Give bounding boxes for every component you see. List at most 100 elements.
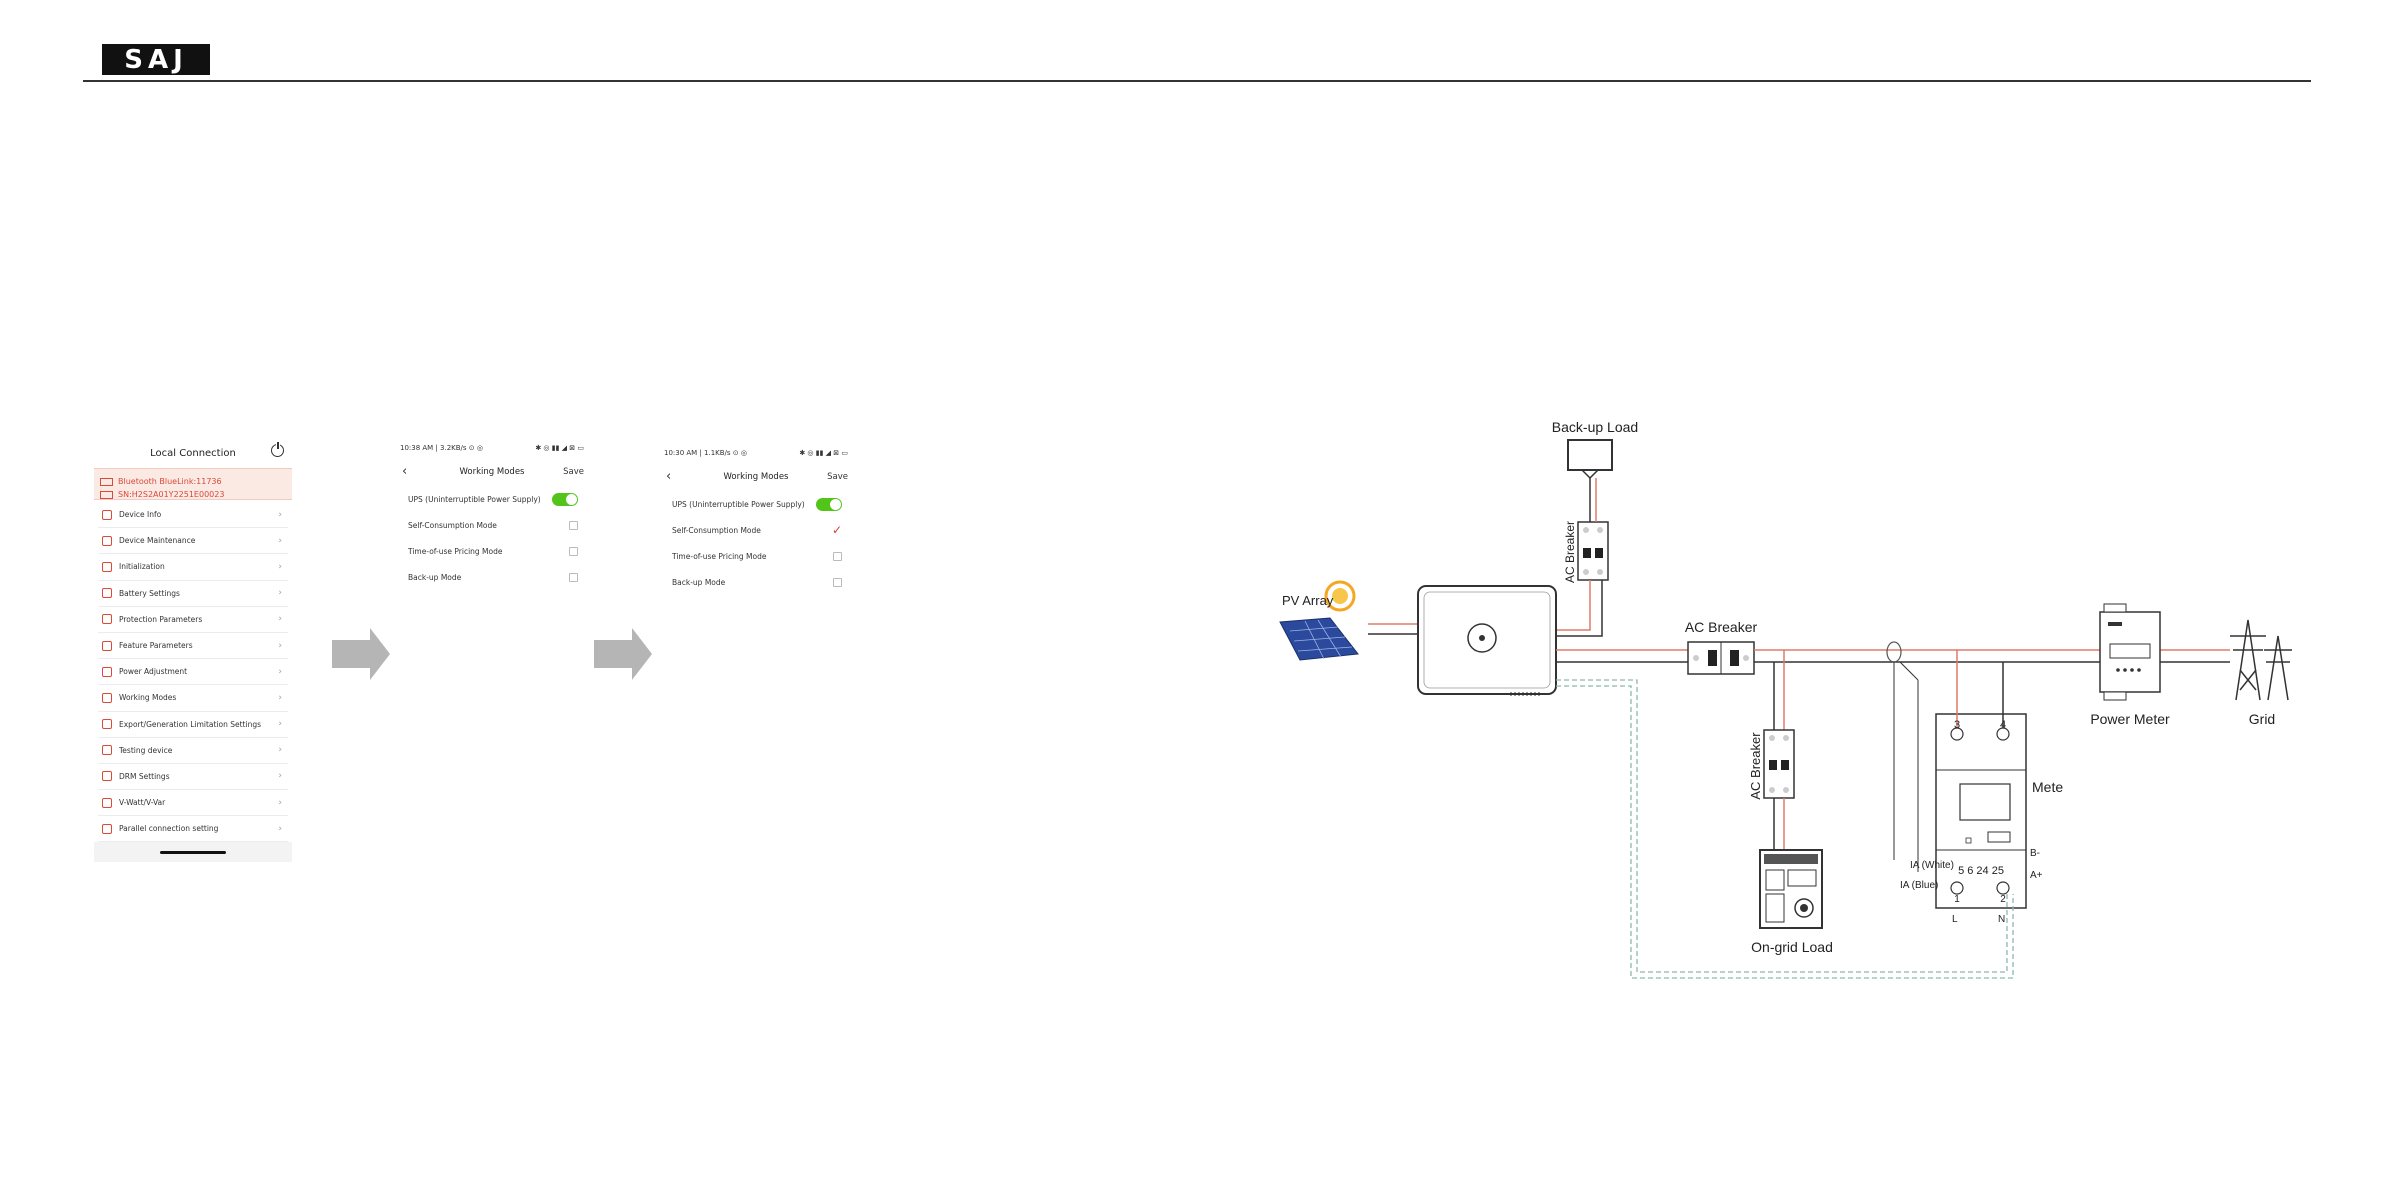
b-minus-label: B-: [2030, 848, 2040, 859]
on-grid-load-label: On-grid Load: [1751, 939, 1833, 955]
menu-item-device-info[interactable]: Device Info›: [98, 502, 288, 529]
option-label: Time-of-use Pricing Mode: [672, 551, 767, 561]
terminal-2-label: 2: [2000, 894, 2006, 905]
checkbox[interactable]: [569, 546, 578, 556]
bluetooth-label: Bluetooth BlueLink:11736: [118, 477, 222, 486]
menu-item-power-adjustment[interactable]: Power Adjustment ›: [98, 659, 288, 686]
menu-item-testing-device[interactable]: Testing device ›: [98, 738, 288, 764]
menu-item-battery-settings[interactable]: Battery Settings ›: [98, 581, 288, 607]
l-label: L: [1952, 914, 1958, 925]
connection-banner: Bluetooth BlueLink:11736 SN:H2S2A01Y2251…: [94, 468, 292, 500]
menu-item-parallel-connection[interactable]: Parallel connection setting›: [98, 816, 288, 843]
save-button[interactable]: Save: [827, 472, 848, 482]
ups-toggle[interactable]: [816, 497, 842, 511]
terminal-1-label: 1: [1954, 894, 1960, 905]
chevron-right-icon: ›: [278, 666, 282, 677]
option-ups[interactable]: UPS (Uninterruptible Power Supply): [398, 486, 586, 512]
save-button[interactable]: Save: [563, 467, 584, 477]
menu-item-drm-settings[interactable]: DRM Settings›: [98, 764, 288, 791]
feature-icon: [102, 640, 112, 651]
settings-menu: Device Info› Device Maintenance › Initial…: [94, 500, 292, 843]
ups-toggle[interactable]: [552, 492, 578, 506]
ac-breaker-top: [1577, 521, 1609, 581]
menu-item-initialization[interactable]: Initialization›: [98, 554, 288, 581]
option-back-up[interactable]: Back-up Mode: [398, 564, 586, 590]
option-self-consumption[interactable]: Self-Consumption Mode✓: [662, 517, 850, 543]
option-time-of-use[interactable]: Time-of-use Pricing Mode: [662, 543, 850, 569]
status-bar: 10:38 AM | 3.2KB/s ⊙ ◎✱ ◎ ▮▮ ◢ ⊠ ▭: [398, 444, 586, 462]
chevron-right-icon: ›: [278, 561, 282, 572]
ac-breaker-low: [1763, 729, 1795, 799]
backup-load-icon: [1567, 439, 1613, 480]
menu-item-feature-parameters[interactable]: Feature Parameters›: [98, 633, 288, 660]
chevron-right-icon: ›: [278, 509, 282, 520]
option-label: UPS (Uninterruptible Power Supply): [408, 494, 541, 504]
ct-clamp-icon: [1886, 641, 1902, 663]
page-title: Working Modes: [723, 472, 789, 482]
wiring-diagram: Back-up Load AC Breaker PV Array: [1279, 419, 2292, 979]
menu-item-v-watt-v-var[interactable]: V-Watt/V-Var ›: [98, 790, 288, 817]
backup-load-label: Back-up Load: [1552, 419, 1638, 435]
device-info-icon: [102, 509, 112, 520]
chevron-right-icon: ›: [278, 823, 282, 834]
menu-item-protection-parameters[interactable]: Protection Parameters›: [98, 607, 288, 633]
checkbox[interactable]: [569, 520, 578, 530]
menu-item-label: Testing device: [119, 745, 173, 755]
testing-icon: [102, 745, 112, 756]
back-icon[interactable]: ‹: [402, 464, 408, 479]
option-label: Back-up Mode: [408, 572, 462, 582]
chevron-right-icon: ›: [278, 719, 282, 730]
ac-breaker-top-label: AC Breaker: [1563, 521, 1577, 583]
header-divider: [83, 80, 2311, 82]
page-title: Working Modes: [459, 467, 525, 477]
option-label: Self-Consumption Mode: [408, 520, 497, 530]
option-ups[interactable]: UPS (Uninterruptible Power Supply): [662, 491, 850, 517]
drm-icon: [102, 771, 112, 782]
option-label: UPS (Uninterruptible Power Supply): [672, 499, 805, 509]
checkmark-icon[interactable]: ✓: [831, 523, 842, 537]
home-indicator[interactable]: [160, 851, 226, 854]
back-icon[interactable]: ‹: [666, 469, 672, 484]
menu-item-working-modes[interactable]: Working Modes›: [98, 685, 288, 712]
ia-white-label: IA (White): [1910, 860, 1954, 871]
saj-logo: SAJ: [102, 44, 210, 75]
menu-item-label: Working Modes: [119, 693, 177, 703]
arrow-right-icon: [332, 628, 390, 680]
power-icon[interactable]: [271, 441, 284, 457]
arrow-right-icon: [594, 628, 652, 680]
on-grid-load-icon: [1759, 849, 1823, 929]
chevron-right-icon: ›: [278, 535, 282, 546]
chevron-right-icon: ›: [278, 588, 282, 599]
menu-item-label: DRM Settings: [119, 771, 170, 781]
checkbox[interactable]: [569, 572, 578, 582]
pv-array-label: PV Array: [1282, 593, 1334, 608]
option-time-of-use[interactable]: Time-of-use Pricing Mode: [398, 538, 586, 564]
ac-breaker-low-label: AC Breaker: [1748, 732, 1763, 800]
status-icons: ✱ ◎ ▮▮ ◢ ⊠ ▭: [535, 444, 584, 452]
option-label: Time-of-use Pricing Mode: [408, 546, 503, 556]
working-modes-screen-after: 10:30 AM | 1.1KB/s ⊙ ◎✱ ◎ ▮▮ ◢ ⊠ ▭ ‹ Wor…: [662, 449, 850, 599]
checkbox[interactable]: [833, 551, 842, 561]
maintenance-icon: [102, 535, 112, 546]
checkbox[interactable]: [833, 577, 842, 587]
ac-breaker-mid: [1687, 641, 1755, 675]
menu-item-label: Power Adjustment: [119, 667, 188, 677]
ac-breaker-mid-label: AC Breaker: [1685, 619, 1758, 635]
menu-item-label: Device Maintenance: [119, 536, 196, 546]
protection-icon: [102, 614, 112, 625]
menu-item-label: Feature Parameters: [119, 641, 193, 651]
chevron-right-icon: ›: [278, 745, 282, 756]
menu-item-device-maintenance[interactable]: Device Maintenance ›: [98, 528, 288, 555]
option-back-up[interactable]: Back-up Mode: [662, 569, 850, 595]
power-meter-icon: [2099, 603, 2161, 701]
menu-item-label: Battery Settings: [119, 588, 180, 598]
a-plus-label: A+: [2030, 870, 2043, 881]
local-connection-screen: Local Connection Bluetooth BlueLink:1173…: [94, 438, 292, 862]
menu-item-export-limitation[interactable]: Export/Generation Limitation Settings›: [98, 712, 288, 738]
serial-number-label: SN:H2S2A01Y2251E00023: [118, 490, 225, 499]
option-self-consumption[interactable]: Self-Consumption Mode: [398, 512, 586, 538]
menu-item-label: V-Watt/V-Var: [119, 798, 166, 808]
parallel-icon: [102, 823, 112, 834]
chevron-right-icon: ›: [278, 797, 282, 808]
working-modes-screen-before: 10:38 AM | 3.2KB/s ⊙ ◎✱ ◎ ▮▮ ◢ ⊠ ▭ ‹ Wor…: [398, 444, 586, 594]
